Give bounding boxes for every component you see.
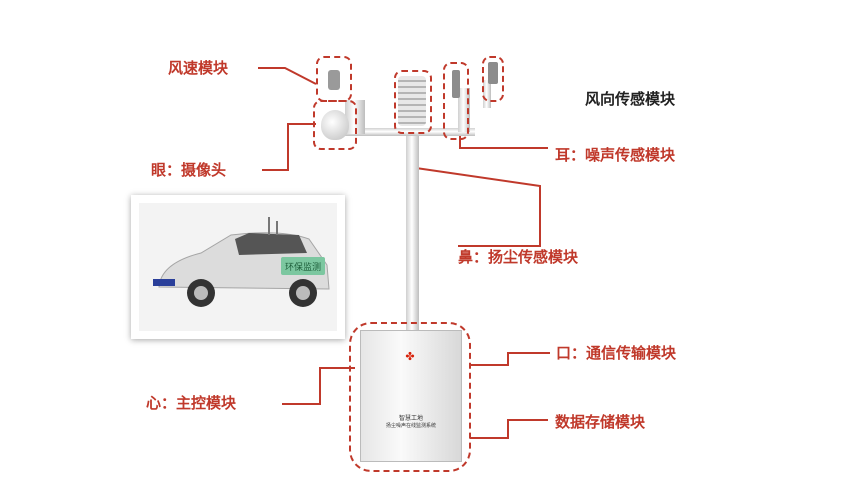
main-control-leader	[282, 367, 355, 405]
data-storage-label: 数据存储模块	[555, 413, 646, 431]
comm-leader	[470, 352, 550, 366]
camera-leader	[262, 123, 316, 171]
wind-speed-sensor	[328, 70, 340, 90]
noise-sensor	[452, 70, 460, 98]
heart-main-control-label: 心：主控模块	[146, 394, 237, 412]
storage-leader	[470, 419, 548, 439]
camera-dome	[321, 110, 349, 140]
cabinet-subtitle: 扬尘噪声在线监测系统	[385, 423, 436, 429]
dust-leader	[415, 167, 541, 247]
wind-direction-sensor	[488, 62, 498, 84]
cabinet-box	[349, 322, 471, 472]
ear-noise-label: 耳：噪声传感模块	[555, 146, 676, 164]
noise-sensor-box	[443, 62, 469, 140]
wind-speed-label: 风速模块	[168, 59, 229, 77]
dust-sensor-box	[394, 70, 432, 134]
wind-speed-leader	[258, 67, 317, 85]
monitoring-car-photo: 环保监测	[131, 195, 345, 339]
cabinet-title: 智慧工地	[398, 415, 423, 422]
dust-sensor-louvres	[398, 76, 426, 126]
wind-direction-box	[482, 56, 504, 102]
wind-speed-box	[316, 56, 352, 102]
control-cabinet: ✤ 智慧工地 扬尘噪声在线监测系统	[360, 330, 462, 462]
nose-dust-label: 鼻：扬尘传感模块	[458, 248, 579, 266]
car-illustration: 环保监测	[139, 203, 337, 331]
wind-direction-label: 风向传感模块	[585, 90, 676, 108]
main-pole	[406, 135, 419, 335]
car-door-text: 环保监测	[285, 261, 321, 273]
camera-box	[313, 100, 357, 150]
china-unicom-logo: ✤	[405, 350, 415, 363]
mouth-comm-label: 口：通信传输模块	[556, 344, 677, 362]
eye-camera-label: 眼：摄像头	[151, 161, 227, 179]
